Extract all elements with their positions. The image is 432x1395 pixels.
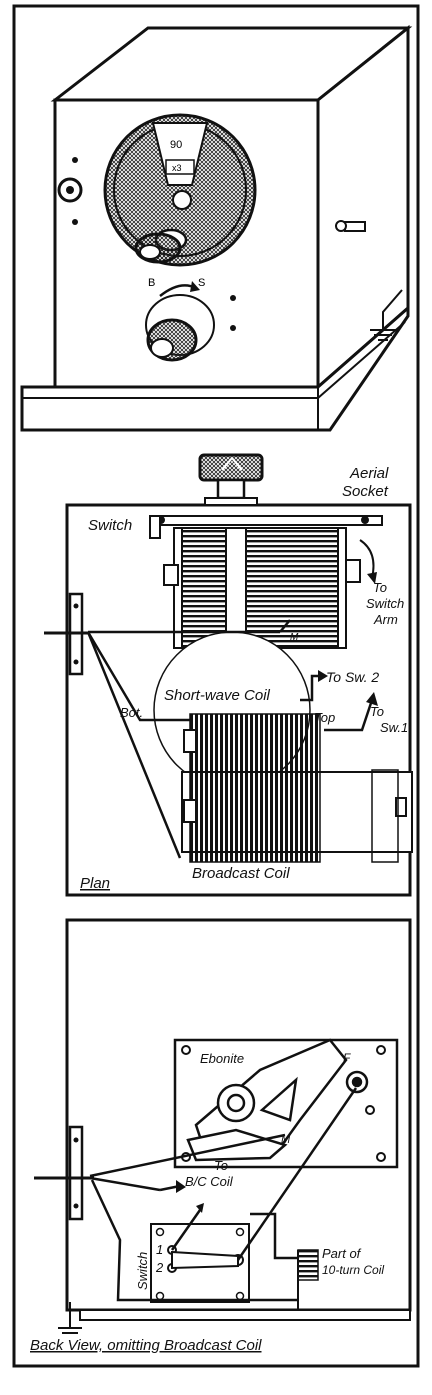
cabinet-illustration: 90 x3 B S bbox=[20, 24, 413, 432]
to-bc-label-1: To bbox=[214, 1158, 228, 1173]
back-view-title: Back View, omitting Broadcast Coil bbox=[30, 1337, 262, 1354]
back-switch-label: Switch bbox=[135, 1252, 150, 1290]
to-switch-arm-label-3: Arm bbox=[373, 612, 398, 627]
ebonite-label: Ebonite bbox=[200, 1051, 244, 1066]
aerial-socket-label-2: Socket bbox=[342, 483, 389, 500]
dial-value: 90 bbox=[170, 139, 182, 151]
top-label: Top bbox=[314, 710, 335, 725]
back-terminal-strip bbox=[34, 1125, 94, 1221]
ten-turn-coil bbox=[297, 1249, 319, 1310]
plan-view: Aerial Socket Switch To Switch Arm bbox=[44, 453, 413, 897]
dial-secondary: x3 bbox=[172, 163, 182, 173]
plan-terminal-strip bbox=[44, 592, 90, 676]
plan-switch-label: Switch bbox=[88, 517, 132, 534]
part-of-coil-label-1: Part of bbox=[322, 1246, 362, 1261]
part-of-coil-label-2: 10-turn Coil bbox=[322, 1263, 384, 1277]
broadcast-coil-label: Broadcast Coil bbox=[192, 865, 290, 882]
to-sw1-label-a: To bbox=[370, 704, 384, 719]
back-m-label: M bbox=[281, 1134, 291, 1146]
f-label: F bbox=[343, 1051, 351, 1065]
switch-label-b: B bbox=[148, 277, 155, 289]
page-frame bbox=[12, 4, 420, 1368]
to-bc-label-2: B/C Coil bbox=[185, 1174, 234, 1189]
tuning-knob bbox=[134, 228, 188, 264]
plan-knob bbox=[198, 453, 264, 506]
aerial-socket-label-1: Aerial bbox=[349, 465, 389, 482]
bot-label: Bot. bbox=[120, 705, 143, 720]
earth-terminal bbox=[335, 220, 366, 232]
back-wires bbox=[89, 1087, 358, 1302]
wavechange-switch bbox=[150, 1223, 250, 1303]
to-sw2-label: To Sw. 2 bbox=[326, 669, 379, 685]
plan-m-label: M bbox=[290, 632, 299, 643]
to-switch-arm-label-1: To bbox=[373, 580, 387, 595]
back-view: Ebonite F M bbox=[30, 918, 412, 1354]
to-sw1-label-b: Sw.1 bbox=[380, 720, 408, 735]
switch-num-2: 2 bbox=[155, 1260, 164, 1275]
wavechange-knob bbox=[145, 294, 215, 362]
broadcast-coil bbox=[181, 713, 413, 863]
plan-title: Plan bbox=[80, 875, 110, 892]
to-switch-arm-label-2: Switch bbox=[366, 596, 404, 611]
plan-wires bbox=[86, 619, 374, 859]
switch-label-s: S bbox=[198, 277, 205, 289]
tuning-dial bbox=[103, 113, 257, 267]
switch-num-1: 1 bbox=[156, 1242, 163, 1257]
tuning-condenser bbox=[163, 527, 361, 661]
short-wave-coil-label: Short-wave Coil bbox=[164, 687, 271, 704]
